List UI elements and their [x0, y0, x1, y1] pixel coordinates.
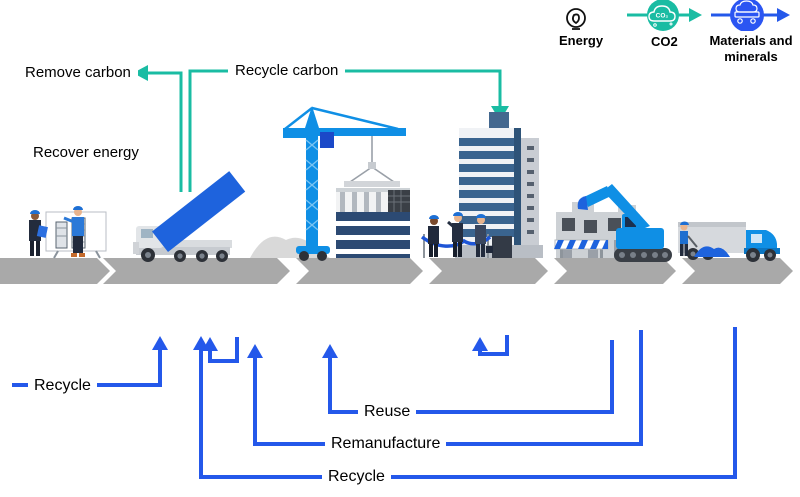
remove-carbon-label: Remove carbon [18, 61, 138, 84]
remove-carbon-arrowhead-icon [133, 65, 148, 81]
design-planning-scene [29, 206, 107, 259]
recycle-input-label: Recycle [28, 375, 97, 397]
materials-truck-icon [730, 0, 764, 32]
co2-icon-text: CO₂ [656, 13, 669, 20]
removal-truck-scene [678, 221, 780, 262]
recycle-end-of-life-label: Recycle [322, 466, 391, 488]
engineer-figure [63, 206, 85, 257]
material-loop-arrows [12, 327, 737, 479]
material-loop-arrowheads [152, 336, 488, 358]
excavator-demolition-scene [554, 184, 672, 262]
materials-legend-label: Materials and minerals [708, 31, 794, 67]
tower-crane [283, 106, 406, 261]
timeline-band [0, 258, 793, 284]
reuse-label: Reuse [358, 401, 417, 423]
remanufacture-label: Remanufacture [325, 433, 447, 455]
person-figure [475, 214, 493, 257]
recover-energy-label: Recover energy [26, 141, 146, 164]
co2-cloud-icon: CO₂ [647, 0, 679, 31]
crane-construction-scene [283, 106, 410, 261]
person-figure [428, 215, 439, 257]
person-figure [447, 212, 463, 257]
excavator [577, 184, 672, 262]
co2-legend-label: CO2 [646, 32, 683, 51]
building-in-use-scene [420, 112, 543, 258]
energy-lightbulb-icon [566, 8, 586, 33]
truck-cab [744, 230, 780, 254]
dump-bed [151, 171, 246, 252]
recycle-carbon-label: Recycle carbon [228, 59, 346, 82]
worker-figure [680, 221, 698, 256]
architect-figure [29, 210, 48, 256]
energy-legend-label: Energy [554, 31, 609, 50]
ribbon-ceremony [420, 212, 493, 258]
construction-barrier [554, 239, 609, 258]
